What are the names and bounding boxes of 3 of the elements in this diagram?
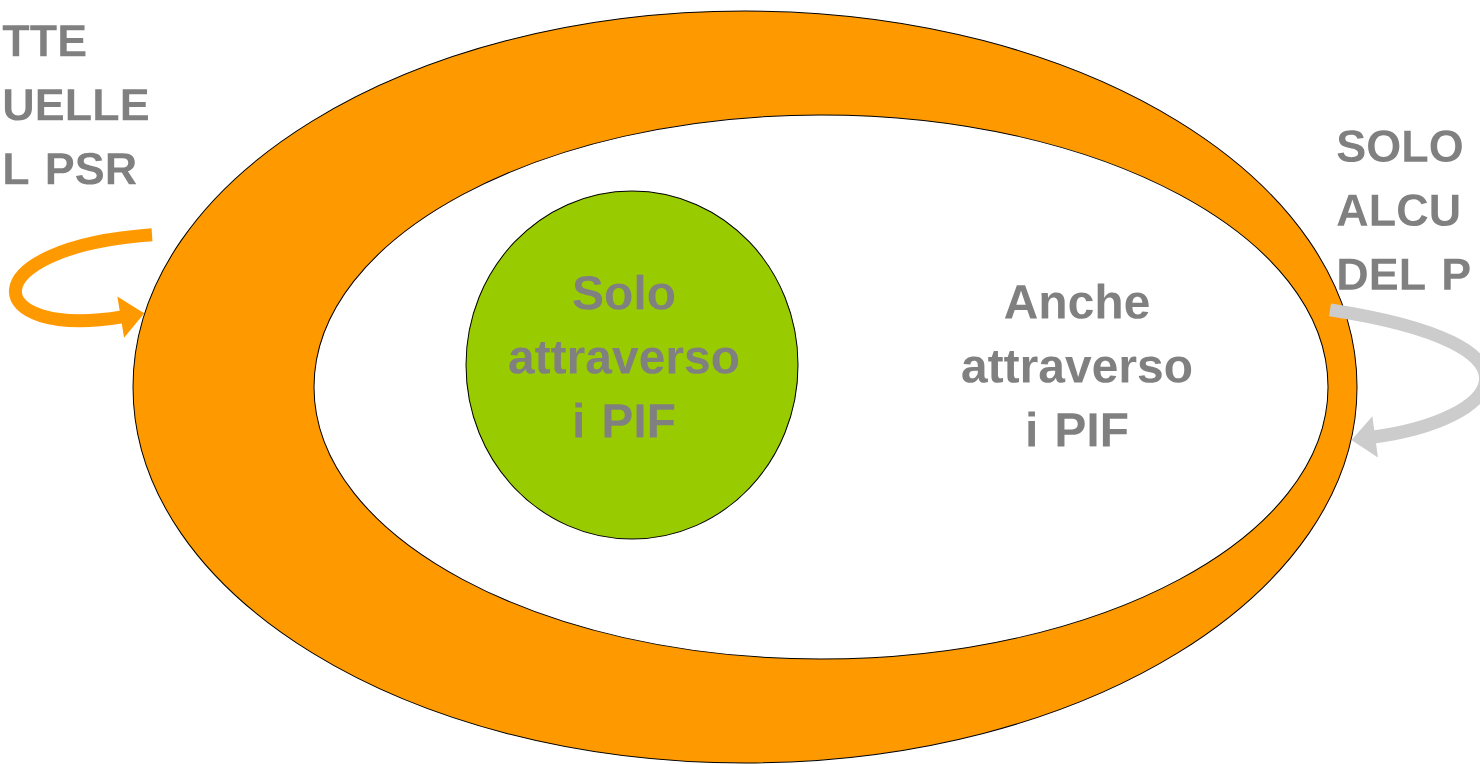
curved-arrow (1328, 303, 1480, 458)
heading-text: SOLO ALCU DEL P (1337, 130, 1470, 290)
heading-text: TTE UELLE L PSR (2, 25, 148, 185)
